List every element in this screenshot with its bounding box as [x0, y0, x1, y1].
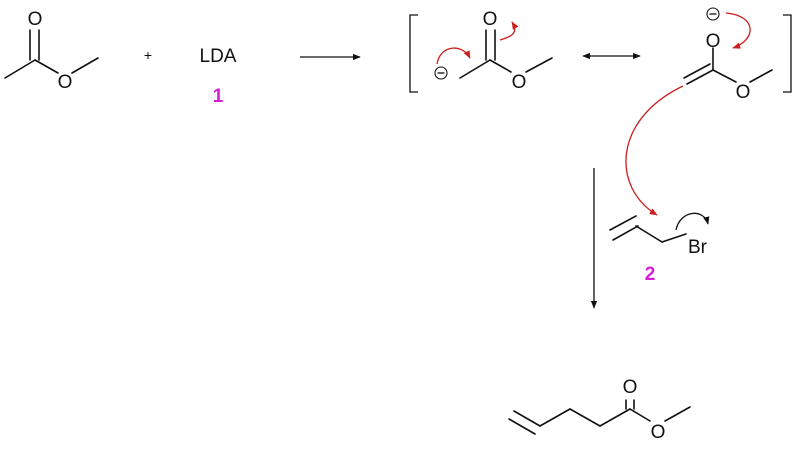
ester-oxygen: O: [58, 72, 73, 93]
electron-arrow-carbanion: [436, 47, 471, 65]
reagent-lda: LDA: [200, 46, 237, 67]
compound-number-1: 1: [213, 86, 224, 107]
product-methyl-pentenoate: O O: [508, 377, 691, 443]
carbonyl-oxygen: O: [28, 9, 43, 30]
bromine: Br: [688, 237, 708, 258]
enolate-form: O O: [683, 7, 773, 103]
compound-number-2: 2: [645, 264, 656, 285]
carbanion-form: O O: [434, 9, 553, 93]
methyl-acetate: O O: [4, 9, 99, 93]
allyl-bromide: Br: [609, 212, 710, 258]
electron-arrow-enolate: [725, 12, 751, 49]
plus-sign: +: [144, 47, 152, 63]
right-bracket: [783, 14, 792, 93]
leaving-group-arrow: [675, 212, 710, 231]
ester-oxygen: O: [736, 82, 751, 103]
carbonyl-oxygen: O: [623, 377, 638, 398]
enolate-oxygen: O: [706, 31, 721, 52]
ester-oxygen: O: [651, 422, 666, 443]
electron-arrow-carbonyl: [499, 21, 519, 41]
negative-charge-icon: [706, 7, 720, 21]
ester-oxygen: O: [512, 72, 527, 93]
negative-charge-icon: [434, 66, 448, 80]
left-bracket: [409, 14, 418, 93]
carbonyl-oxygen: O: [483, 9, 498, 30]
electron-arrow-attack: [625, 85, 684, 216]
